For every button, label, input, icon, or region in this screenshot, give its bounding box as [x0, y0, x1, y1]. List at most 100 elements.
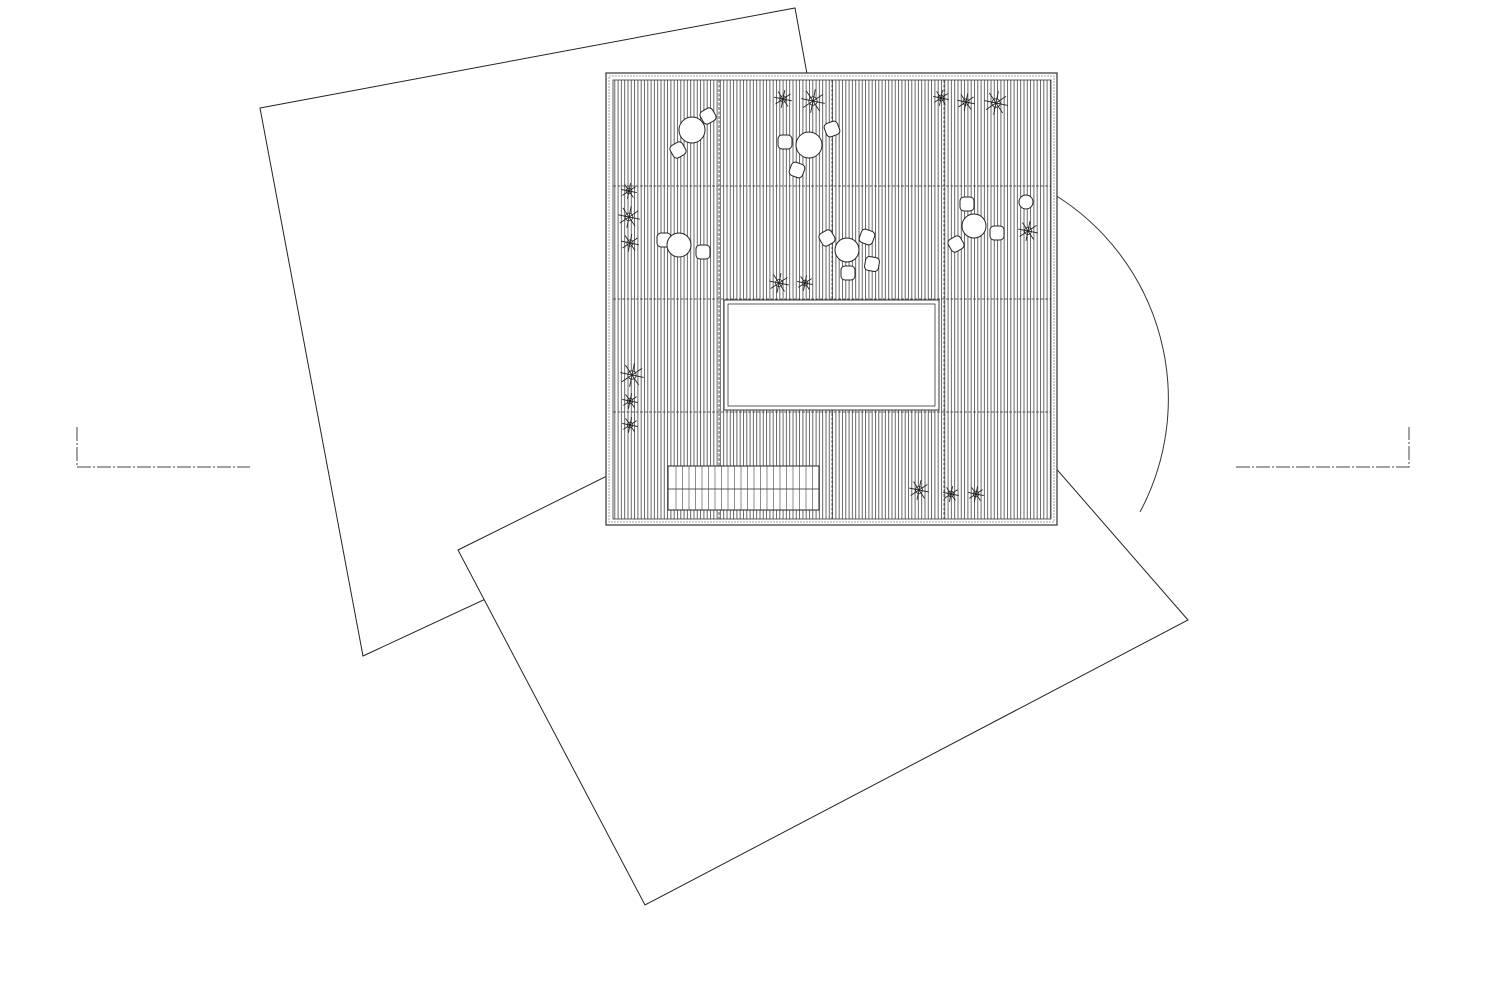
plant-leaf	[995, 102, 1008, 106]
plant-leaf	[812, 100, 821, 112]
plant-leaf	[985, 102, 997, 111]
plant-leaf	[995, 102, 1004, 114]
plant-leaf	[623, 424, 631, 430]
plant-leaf	[622, 422, 631, 426]
plant-leaf	[918, 489, 929, 493]
plant-leaf	[988, 92, 997, 104]
plant-leaf	[944, 493, 952, 499]
plant-leaf	[775, 98, 784, 105]
curved-path-arc	[1054, 194, 1169, 513]
chair	[669, 141, 687, 159]
plant-icon	[774, 90, 792, 108]
plant-icon	[909, 480, 929, 500]
plant-leaf	[620, 372, 633, 376]
plant-leaf	[631, 367, 643, 376]
plant-leaf	[804, 282, 810, 290]
plant-leaf	[975, 493, 981, 501]
plant-leaf	[621, 240, 631, 244]
plant-leaf	[629, 242, 639, 246]
plant-leaf	[968, 491, 977, 495]
plant-leaf	[629, 420, 637, 426]
plant-leaf	[628, 186, 636, 192]
plant-leaf	[950, 493, 956, 501]
plant-leaf	[940, 97, 946, 105]
plant-leaf	[782, 90, 786, 100]
chair	[947, 235, 965, 253]
plant-leaf	[628, 210, 639, 218]
chair	[818, 229, 836, 247]
plant-leaf	[626, 190, 630, 199]
plant-leaf	[805, 90, 814, 102]
plant-leaf	[1022, 222, 1029, 232]
plant-leaf	[943, 491, 952, 495]
plant-icon	[984, 91, 1008, 115]
plant-leaf	[969, 493, 977, 499]
plant-leaf	[625, 394, 631, 402]
plant-leaf	[780, 98, 784, 108]
chair	[699, 107, 717, 125]
furniture-layer	[656, 107, 1034, 281]
plant-leaf	[940, 97, 949, 101]
plant-leaf	[618, 214, 630, 218]
plant-icon	[797, 275, 813, 291]
plant-leaf	[627, 242, 631, 252]
plant-leaf	[934, 97, 942, 103]
plant-leaf	[918, 480, 922, 491]
plant-icon	[943, 486, 959, 502]
plant-leaf	[909, 487, 920, 491]
plant-leaf	[938, 97, 942, 106]
plant-leaf	[631, 363, 635, 376]
plant-leaf	[782, 98, 789, 107]
plant-leaf	[960, 94, 967, 103]
plant-leaf	[950, 489, 958, 495]
plant-leaf	[913, 481, 920, 491]
plant-leaf	[629, 237, 638, 244]
plant-leaf	[773, 274, 780, 284]
plant-leaf	[621, 374, 633, 383]
plant-leaf	[629, 234, 633, 244]
plant-leaf	[1025, 230, 1029, 241]
plant-leaf	[963, 101, 967, 111]
plant-icon	[622, 417, 638, 433]
section-marker-right	[1236, 427, 1410, 468]
plant-leaf	[804, 275, 808, 284]
plant-leaf	[623, 400, 631, 406]
plant-leaf	[629, 400, 638, 404]
plant-leaf	[622, 207, 630, 218]
plant-leaf	[769, 280, 780, 284]
plant-leaf	[628, 206, 632, 218]
plant-leaf	[629, 400, 635, 408]
plant-leaf	[965, 101, 975, 105]
plant-leaf	[975, 489, 983, 495]
plant-leaf	[916, 489, 920, 500]
structural-grid	[613, 80, 1051, 519]
plant-leaf	[804, 282, 813, 286]
plant-icon	[769, 273, 789, 293]
section-marker-left	[76, 427, 250, 468]
plant-leaf	[778, 277, 788, 284]
plant-icon	[801, 89, 825, 113]
plant-leaf	[1027, 230, 1034, 240]
plant-leaf	[624, 184, 630, 192]
plant-leaf	[631, 374, 640, 386]
chair	[858, 228, 876, 246]
plant-leaf	[628, 190, 634, 198]
plant-leaf	[624, 235, 631, 244]
round-table	[834, 237, 860, 263]
plant-leaf	[629, 424, 638, 428]
plant-leaf	[958, 101, 967, 108]
chair	[989, 225, 1005, 241]
plant-leaf	[800, 276, 806, 284]
plant-icon	[957, 93, 975, 111]
plant-leaf	[622, 398, 631, 402]
plant-leaf	[627, 424, 631, 433]
plant-leaf	[910, 489, 920, 496]
plant-leaf	[624, 364, 633, 376]
plant-icon	[933, 90, 949, 106]
round-table	[795, 131, 823, 159]
plant-leaf	[1027, 221, 1031, 232]
plant-leaf	[802, 100, 814, 109]
plant-leaf	[1018, 228, 1029, 232]
plant-leaf	[629, 417, 633, 426]
